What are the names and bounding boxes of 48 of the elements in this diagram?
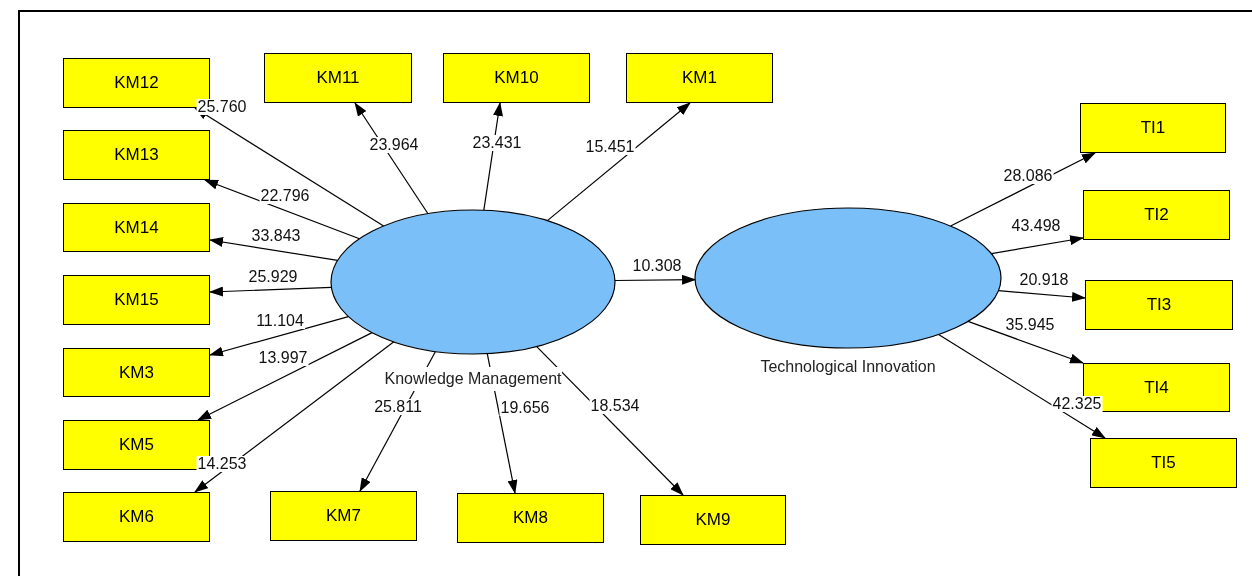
arrow xyxy=(209,237,339,261)
indicator-box: KM13 xyxy=(63,130,210,180)
edge-label: 35.945 xyxy=(1004,317,1056,333)
arrow xyxy=(197,332,373,421)
arrow xyxy=(535,345,684,496)
edge-label: 15.451 xyxy=(584,139,636,155)
arrow xyxy=(967,320,1084,364)
edge-label: 25.760 xyxy=(196,99,248,115)
indicator-box: KM6 xyxy=(63,492,210,542)
edge-label: 25.929 xyxy=(247,269,299,285)
indicator-box: TI5 xyxy=(1090,438,1237,488)
indicator-box: KM7 xyxy=(270,491,417,541)
edge-label: 22.796 xyxy=(259,188,311,204)
indicator-box: KM1 xyxy=(626,53,773,103)
indicator-box: KM11 xyxy=(264,53,412,103)
arrow xyxy=(938,333,1106,439)
construct-label: Knowledge Management xyxy=(384,367,562,391)
edge-label: 23.964 xyxy=(368,137,420,153)
arrow xyxy=(209,315,350,357)
indicator-box: KM8 xyxy=(457,493,604,543)
indicator-box: KM3 xyxy=(63,348,210,397)
edge-label: 20.918 xyxy=(1018,272,1070,288)
edge-label: 18.534 xyxy=(589,398,641,414)
arrow xyxy=(194,107,385,227)
arrow xyxy=(546,102,691,222)
arrow xyxy=(990,235,1084,255)
edge-label: 10.308 xyxy=(631,258,683,274)
edge-label: 25.811 xyxy=(373,399,423,415)
edge-label: 13.997 xyxy=(257,350,309,366)
arrow xyxy=(997,290,1086,302)
indicator-box: TI2 xyxy=(1083,190,1230,240)
edge-label: 28.086 xyxy=(1002,168,1054,184)
indicator-box: TI3 xyxy=(1085,280,1233,330)
arrow xyxy=(204,179,361,240)
edge-label: 14.253 xyxy=(196,456,248,472)
edge-label: 23.431 xyxy=(471,135,523,151)
edge-label: 42.325 xyxy=(1051,396,1103,412)
indicator-box: KM14 xyxy=(63,203,210,252)
arrow xyxy=(194,341,395,493)
indicator-box: KM10 xyxy=(443,53,590,103)
arrow xyxy=(209,286,332,297)
edge-label: 33.843 xyxy=(250,228,302,244)
indicator-box: KM9 xyxy=(640,495,786,545)
indicator-box: TI1 xyxy=(1080,103,1226,153)
edge-label: 19.656 xyxy=(499,400,551,416)
edge-label: 43.498 xyxy=(1010,218,1062,234)
edge-label: 11.104 xyxy=(255,313,305,329)
indicator-box: KM15 xyxy=(63,275,210,325)
